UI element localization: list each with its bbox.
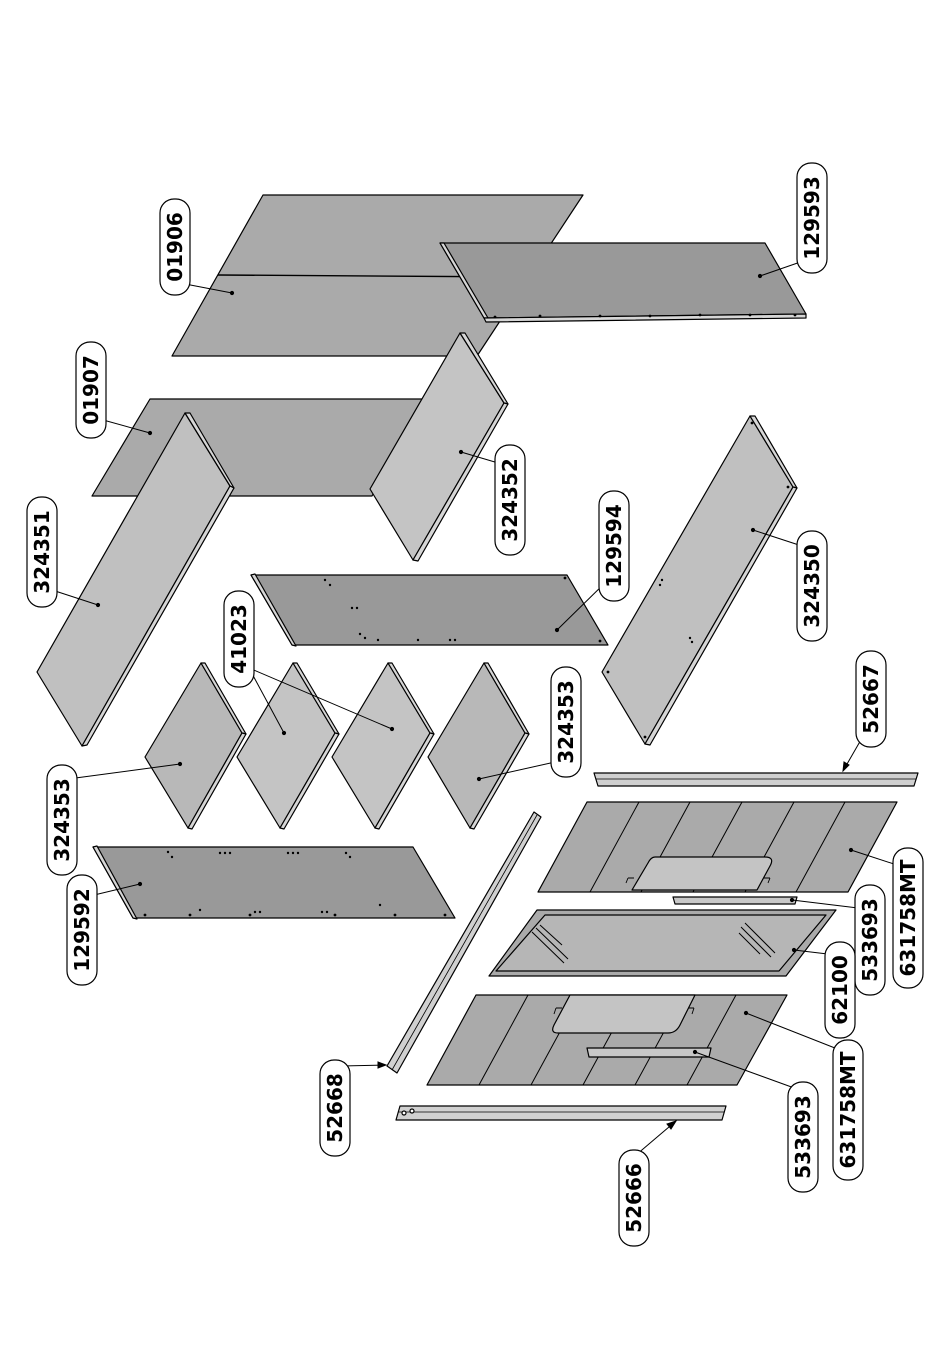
part-number-text: 324350 [800, 544, 824, 628]
panel-129594 [251, 574, 608, 646]
panel-41023-b [332, 663, 434, 829]
label-631758MT-top: 631758MT [893, 848, 923, 988]
part-number-text: 324353 [554, 680, 578, 764]
panel-324350 [602, 416, 797, 745]
label-52667: 52667 [856, 651, 886, 747]
label-62100: 62100 [825, 942, 855, 1038]
part-number-text: 01907 [79, 355, 103, 425]
label-129593: 129593 [797, 163, 827, 273]
part-number-text: 129594 [602, 504, 626, 588]
bar-533693-bottom [587, 1048, 711, 1057]
door-631758MT-top [538, 802, 897, 892]
part-number-text: 129593 [800, 176, 824, 260]
part-number-text: 533693 [791, 1095, 815, 1179]
label-324353-right: 324353 [551, 667, 581, 777]
part-number-text: 324352 [498, 458, 522, 542]
label-324353-left: 324353 [47, 765, 77, 875]
part-number-text: 129592 [70, 888, 94, 972]
part-number-text: 41023 [227, 604, 251, 674]
label-631758MT-bottom: 631758MT [833, 1040, 863, 1180]
label-533693-bottom: 533693 [788, 1082, 818, 1192]
panel-129593 [440, 243, 806, 322]
glass-62100 [489, 910, 836, 976]
rail-52667 [594, 773, 918, 786]
label-129592: 129592 [67, 875, 97, 985]
leader-52667 [843, 738, 862, 771]
label-324350: 324350 [797, 531, 827, 641]
label-01907: 01907 [76, 342, 106, 438]
label-533693-top: 533693 [855, 885, 885, 995]
leader-52666 [636, 1121, 676, 1155]
label-52668: 52668 [320, 1060, 350, 1156]
part-number-text: 324353 [50, 778, 74, 862]
panel-129592 [93, 846, 455, 919]
rail-52666 [396, 1106, 726, 1120]
part-number-text: 52668 [323, 1073, 347, 1143]
part-number-text: 62100 [828, 955, 852, 1025]
part-number-text: 01906 [163, 212, 187, 282]
part-number-text: 52667 [859, 664, 883, 734]
panel-324353-left [145, 663, 246, 829]
part-number-text: 533693 [858, 898, 882, 982]
part-number-text: 324351 [30, 510, 54, 594]
label-52666: 52666 [619, 1150, 649, 1246]
part-number-text: 631758MT [896, 859, 920, 976]
panel-324353-right [428, 663, 529, 829]
door-631758MT-bottom [427, 995, 787, 1085]
panel-41023-a [237, 663, 339, 829]
label-324351: 324351 [27, 497, 57, 607]
leader-533693-top [790, 898, 858, 908]
label-129594: 129594 [599, 491, 629, 601]
bar-533693-top [673, 897, 797, 904]
part-number-text: 631758MT [836, 1051, 860, 1168]
label-41023: 41023 [224, 591, 254, 687]
part-number-text: 52666 [622, 1163, 646, 1233]
label-324352: 324352 [495, 445, 525, 555]
label-01906: 01906 [160, 199, 190, 295]
